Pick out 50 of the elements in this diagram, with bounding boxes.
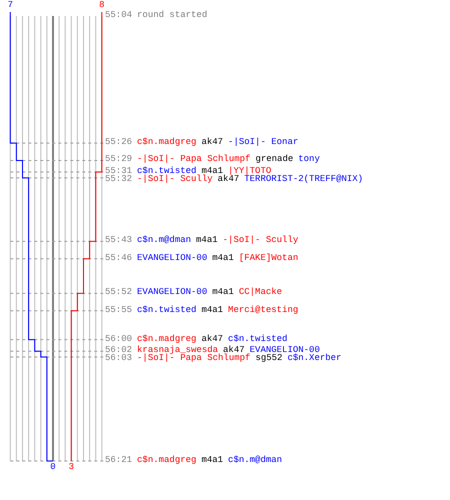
killer-name: c$n.twisted <box>137 304 196 316</box>
victim-name: tony <box>298 154 320 166</box>
killer-name: -|SoI|- Scully <box>137 174 213 186</box>
killer-name: -|SoI|- Papa Schlumpf <box>137 154 250 166</box>
time-label: 55:55 <box>105 304 132 316</box>
time-label: 55:32 <box>105 174 132 186</box>
victim-name: Merci@testing <box>228 304 298 316</box>
victim-name: |YY|TOTO <box>228 166 272 176</box>
count-label: 3 <box>68 462 74 473</box>
killer-name: c$n.m@dman <box>137 235 192 246</box>
killer-name: krasnaja_swesda <box>137 345 218 356</box>
victim-name: c$n.m@dman <box>228 455 282 466</box>
weapon-name: ak47 <box>201 334 224 345</box>
weapon-name: m4a1 <box>201 304 224 316</box>
event-text: round started <box>137 10 208 21</box>
time-label: 56:21 <box>105 455 132 466</box>
time-label: 55:43 <box>105 235 132 246</box>
killer-name: c$n.madgreg <box>137 334 196 345</box>
killer-name: c$n.madgreg <box>137 455 196 466</box>
time-label: 55:29 <box>105 154 132 166</box>
weapon-name: m4a1 <box>196 235 218 246</box>
time-label: 55:26 <box>105 137 132 148</box>
victim-name: [FAKE]Wotan <box>238 252 298 264</box>
victim-name: c$n.twisted <box>228 334 288 345</box>
count-label: 0 <box>50 462 56 473</box>
weapon-name: grenade <box>255 154 294 166</box>
killer-name: EVANGELION-00 <box>137 252 208 264</box>
count-label: 7 <box>8 0 13 11</box>
time-label: 56:02 <box>105 345 132 356</box>
weapon-name: ak47 <box>218 174 240 186</box>
weapon-name: ak47 <box>201 137 224 148</box>
time-label: 55:04 <box>105 10 132 21</box>
killer-name: c$n.madgreg <box>137 137 196 148</box>
victim-name: -|SoI|- Scully <box>222 235 298 246</box>
time-label: 55:31 <box>105 166 132 176</box>
victim-name: CC|Macke <box>238 287 282 298</box>
time-label: 56:00 <box>105 334 132 345</box>
weapon-name: m4a1 <box>212 252 234 264</box>
killer-name: EVANGELION-00 <box>137 287 208 298</box>
weapon-name: m4a1 <box>212 287 234 298</box>
time-label: 55:52 <box>105 287 132 298</box>
weapon-name: m4a1 <box>201 455 224 466</box>
victim-name: TERRORIST-2(TREFF@NIX) <box>244 174 364 186</box>
count-label: 8 <box>99 0 104 11</box>
weapon-name: sg552 <box>255 353 282 364</box>
victim-name: c$n.Xerber <box>287 353 342 364</box>
killer-name: -|SoI|- Papa Schlumpf <box>137 353 250 364</box>
time-label: 56:03 <box>105 353 132 364</box>
victim-name: -|SoI|- Eonar <box>228 137 298 148</box>
time-label: 55:46 <box>105 252 132 264</box>
